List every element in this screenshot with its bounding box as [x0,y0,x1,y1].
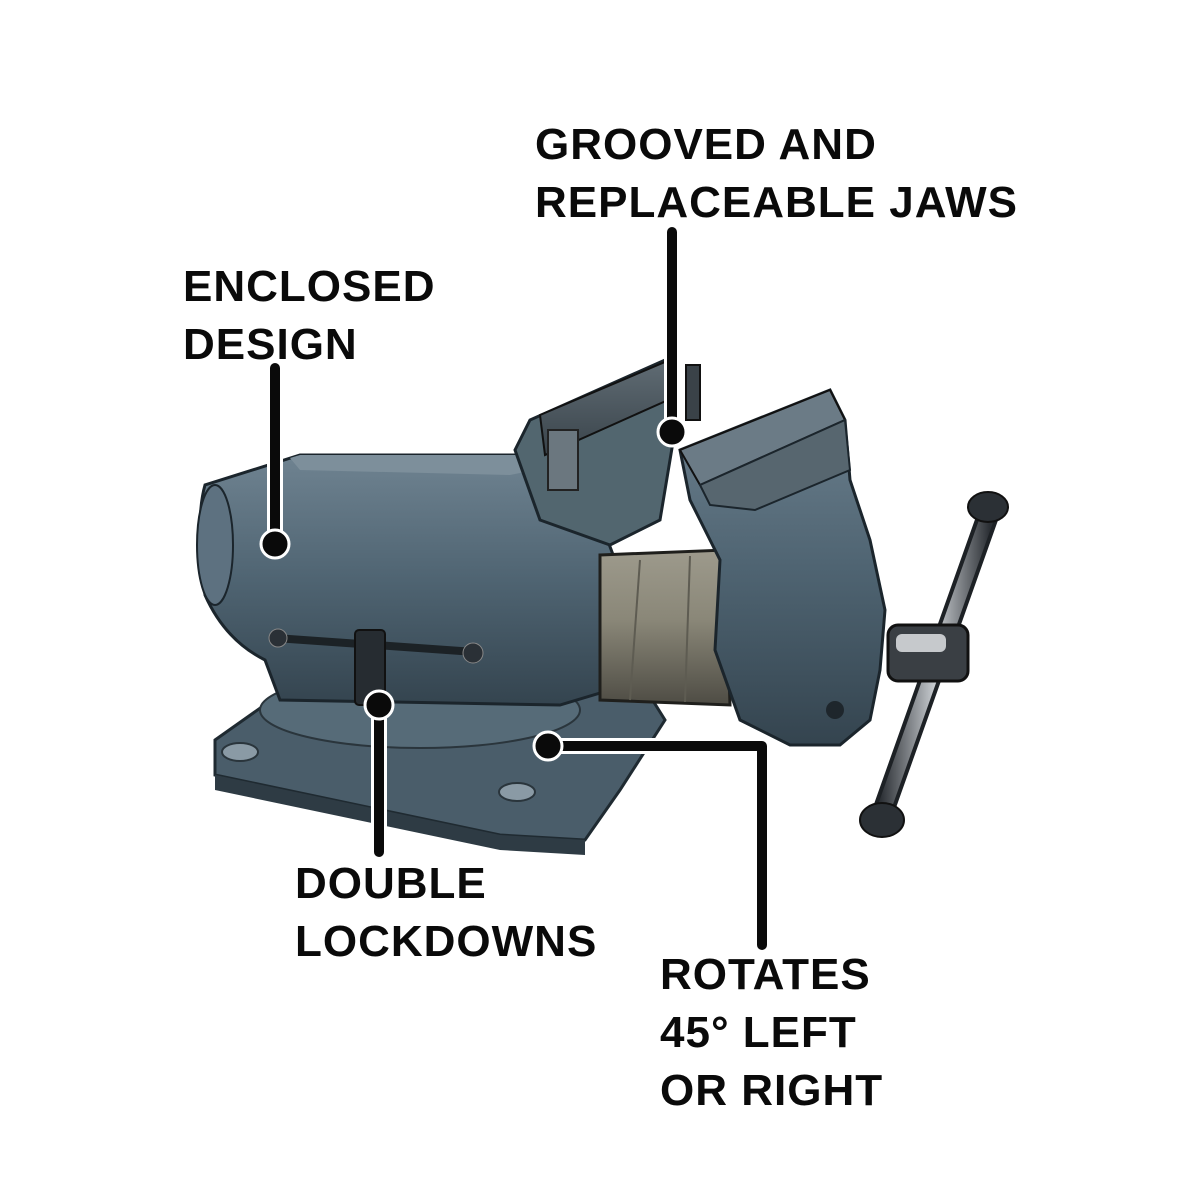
rear-jaw [513,357,701,547]
callout-line: LOCKDOWNS [295,917,598,966]
front-jaw [678,388,887,747]
callout-double-lockdowns: DOUBLE LOCKDOWNS [295,855,597,971]
leader-dot-icon [532,730,564,762]
handle-knob-icon [859,802,905,838]
leader-rotates [543,741,767,950]
callout-enclosed-design: ENCLOSED DESIGN [183,258,435,374]
vise-spindle [598,548,732,707]
leader-dot-icon [363,689,395,721]
callout-line: DOUBLE [295,859,487,908]
callout-line: DESIGN [183,320,358,369]
callout-line: REPLACEABLE JAWS [535,178,1018,227]
base-bolt-icon [221,742,259,762]
base-bolt-icon [498,782,536,802]
callout-rotates: ROTATES 45° LEFT OR RIGHT [660,946,883,1120]
callout-line: OR RIGHT [660,1066,884,1115]
t-handle [859,491,1009,838]
leader-dot-icon [656,416,688,448]
callout-line: ENCLOSED [183,262,436,311]
handle-knob-icon [967,491,1009,523]
leader-dot-icon [259,528,291,560]
callout-line: 45° LEFT [660,1008,857,1057]
leader-lines [259,224,770,953]
callout-line: GROOVED AND [535,120,877,169]
lockdown-t-bar [268,628,484,706]
callout-line: ROTATES [660,950,871,999]
callout-grooved-jaws: GROOVED AND REPLACEABLE JAWS [535,116,1018,232]
